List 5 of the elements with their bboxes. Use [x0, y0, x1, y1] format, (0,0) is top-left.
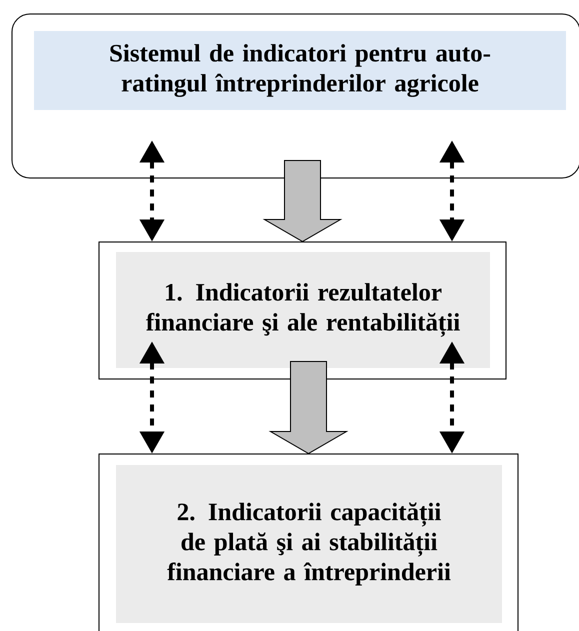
block-arrow [262, 160, 342, 242]
process-box: 1. Indicatorii rezultatelor financiare şi ale rentabilității [98, 242, 506, 380]
process-box: 2. Indicatorii capacității de plată şi ai stabilității financiare a întreprinderii [98, 454, 518, 631]
process-box: Sistemul de indicatori pentru auto-ratingul întreprinderilor agricole [12, 14, 579, 178]
block-arrow [268, 361, 348, 454]
